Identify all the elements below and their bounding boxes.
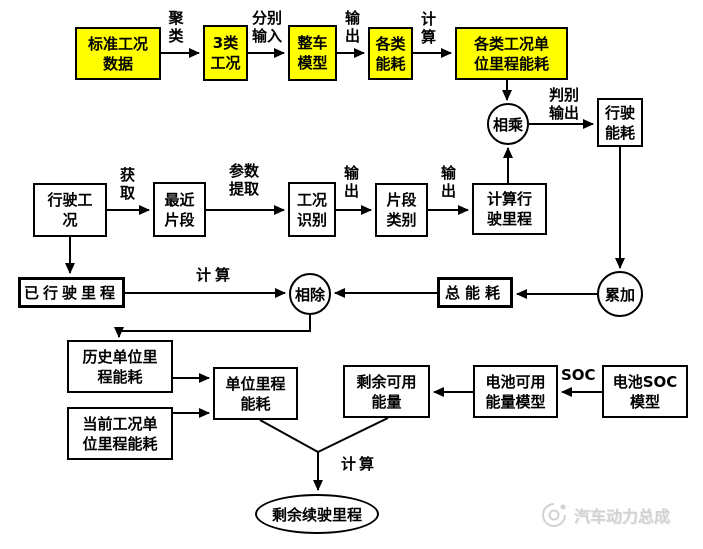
node-historical-unit-energy: 历史单位里程能耗	[67, 340, 173, 393]
node-segment-class: 片段类别	[375, 183, 428, 237]
node-recent-segment: 最近片段	[153, 182, 206, 237]
edge-label-output-3: 输出	[440, 164, 456, 200]
node-remaining-driving-range: 剩余续驶里程	[255, 494, 379, 534]
node-driving-energy: 行驶能耗	[597, 98, 643, 147]
edge-unitenergy-junction	[259, 419, 319, 453]
node-divide-operator: 相除	[289, 273, 331, 315]
edge-label-acquire: 获取	[119, 166, 135, 202]
edge-label-soc: SOC	[561, 366, 596, 384]
edge-label-cluster: 聚类	[168, 9, 184, 45]
node-remaining-available-energy: 剩余可用能量	[343, 365, 430, 418]
edge-label-param-extract: 参数提取	[228, 162, 259, 198]
node-standard-cycle-data: 标准工况数据	[75, 27, 161, 80]
edge-label-calculate-1: 计算	[420, 10, 436, 46]
edge-label-separate-input: 分别输入	[251, 9, 282, 45]
node-current-cycle-unit-energy: 当前工况单位里程能耗	[67, 407, 173, 460]
edge-label-judge-output: 判别输出	[548, 86, 579, 122]
node-class-energy-consumption: 各类能耗	[368, 27, 413, 80]
node-cycle-recognition: 工况识别	[288, 182, 336, 237]
watermark-text: 汽车动力总成	[574, 507, 671, 526]
node-unit-mileage-energy: 单位里程能耗	[213, 367, 298, 420]
node-calc-driving-mileage: 计算行驶里程	[472, 183, 547, 235]
edge-label-calculate-3: 计算	[341, 455, 378, 473]
node-driven-mileage: 已行驶里程	[18, 277, 125, 308]
node-accumulate-operator: 累加	[597, 271, 643, 317]
edge-divide-histunit	[114, 315, 311, 338]
node-multiply-operator: 相乘	[487, 103, 529, 145]
brand-logo-icon	[542, 503, 566, 527]
edge-label-output-1: 输出	[344, 9, 360, 45]
node-battery-soc-model: 电池SOC模型	[602, 365, 688, 418]
node-total-energy: 总能耗	[437, 277, 513, 308]
node-battery-available-energy-model: 电池可用能量模型	[473, 365, 558, 418]
node-class-unit-mileage-energy: 各类工况单位里程能耗	[455, 27, 568, 80]
edge-label-output-2: 输出	[343, 164, 359, 200]
node-vehicle-model: 整车模型	[288, 25, 337, 81]
node-three-cycle-classes: 3类工况	[203, 25, 248, 81]
watermark: 汽车动力总成	[540, 501, 670, 529]
node-driving-cycle: 行驶工况	[33, 183, 107, 237]
edge-remainingenergy-junction	[317, 417, 389, 453]
edge-label-calculate-2: 计算	[196, 266, 235, 284]
